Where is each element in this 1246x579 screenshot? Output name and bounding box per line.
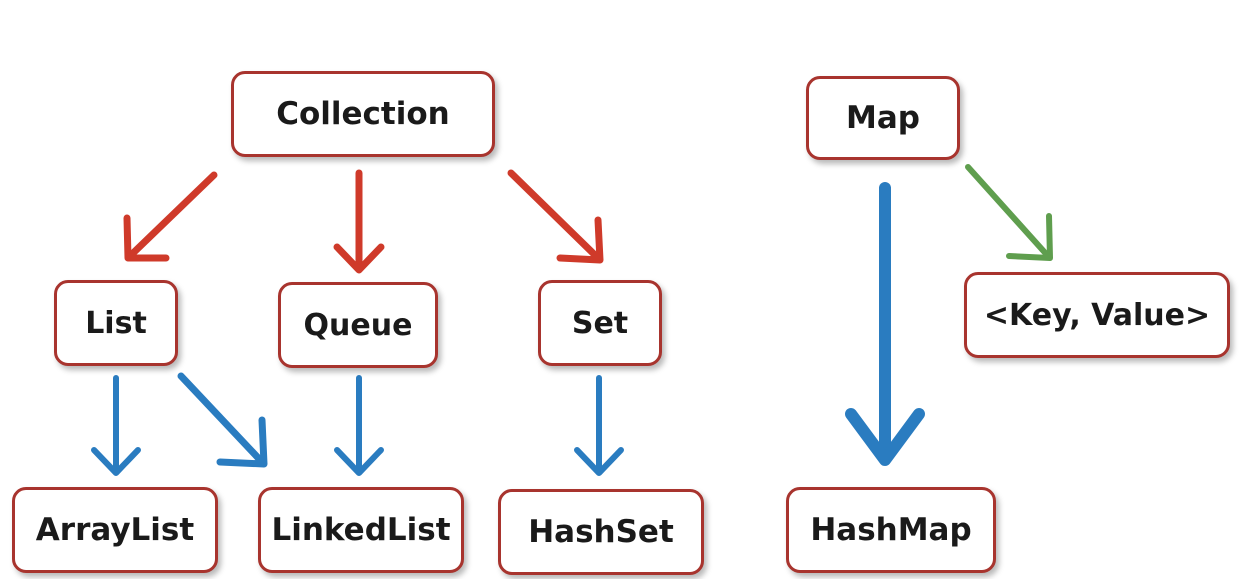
arrow-collection-to-queue [333,169,385,274]
arrow-map-to-hashmap [845,182,925,466]
node-key-value: <Key, Value> [964,272,1230,358]
arrow-collection-to-set [507,169,604,264]
node-arraylist: ArrayList [12,487,218,573]
node-list: List [54,280,178,366]
node-linkedlist: LinkedList [258,487,464,573]
node-queue: Queue [278,282,438,368]
arrow-queue-to-linkedlist [334,375,384,476]
arrow-collection-to-list [123,171,218,262]
node-collection: Collection [231,71,495,157]
arrow-list-to-arraylist [91,375,141,476]
arrow-map-to-keyvalue [965,164,1053,261]
node-hashmap: HashMap [786,487,996,573]
node-map: Map [806,76,960,160]
arrow-list-to-linkedlist [177,372,268,468]
arrow-set-to-hashset [574,375,624,476]
node-hashset: HashSet [498,489,704,575]
node-set: Set [538,280,662,366]
